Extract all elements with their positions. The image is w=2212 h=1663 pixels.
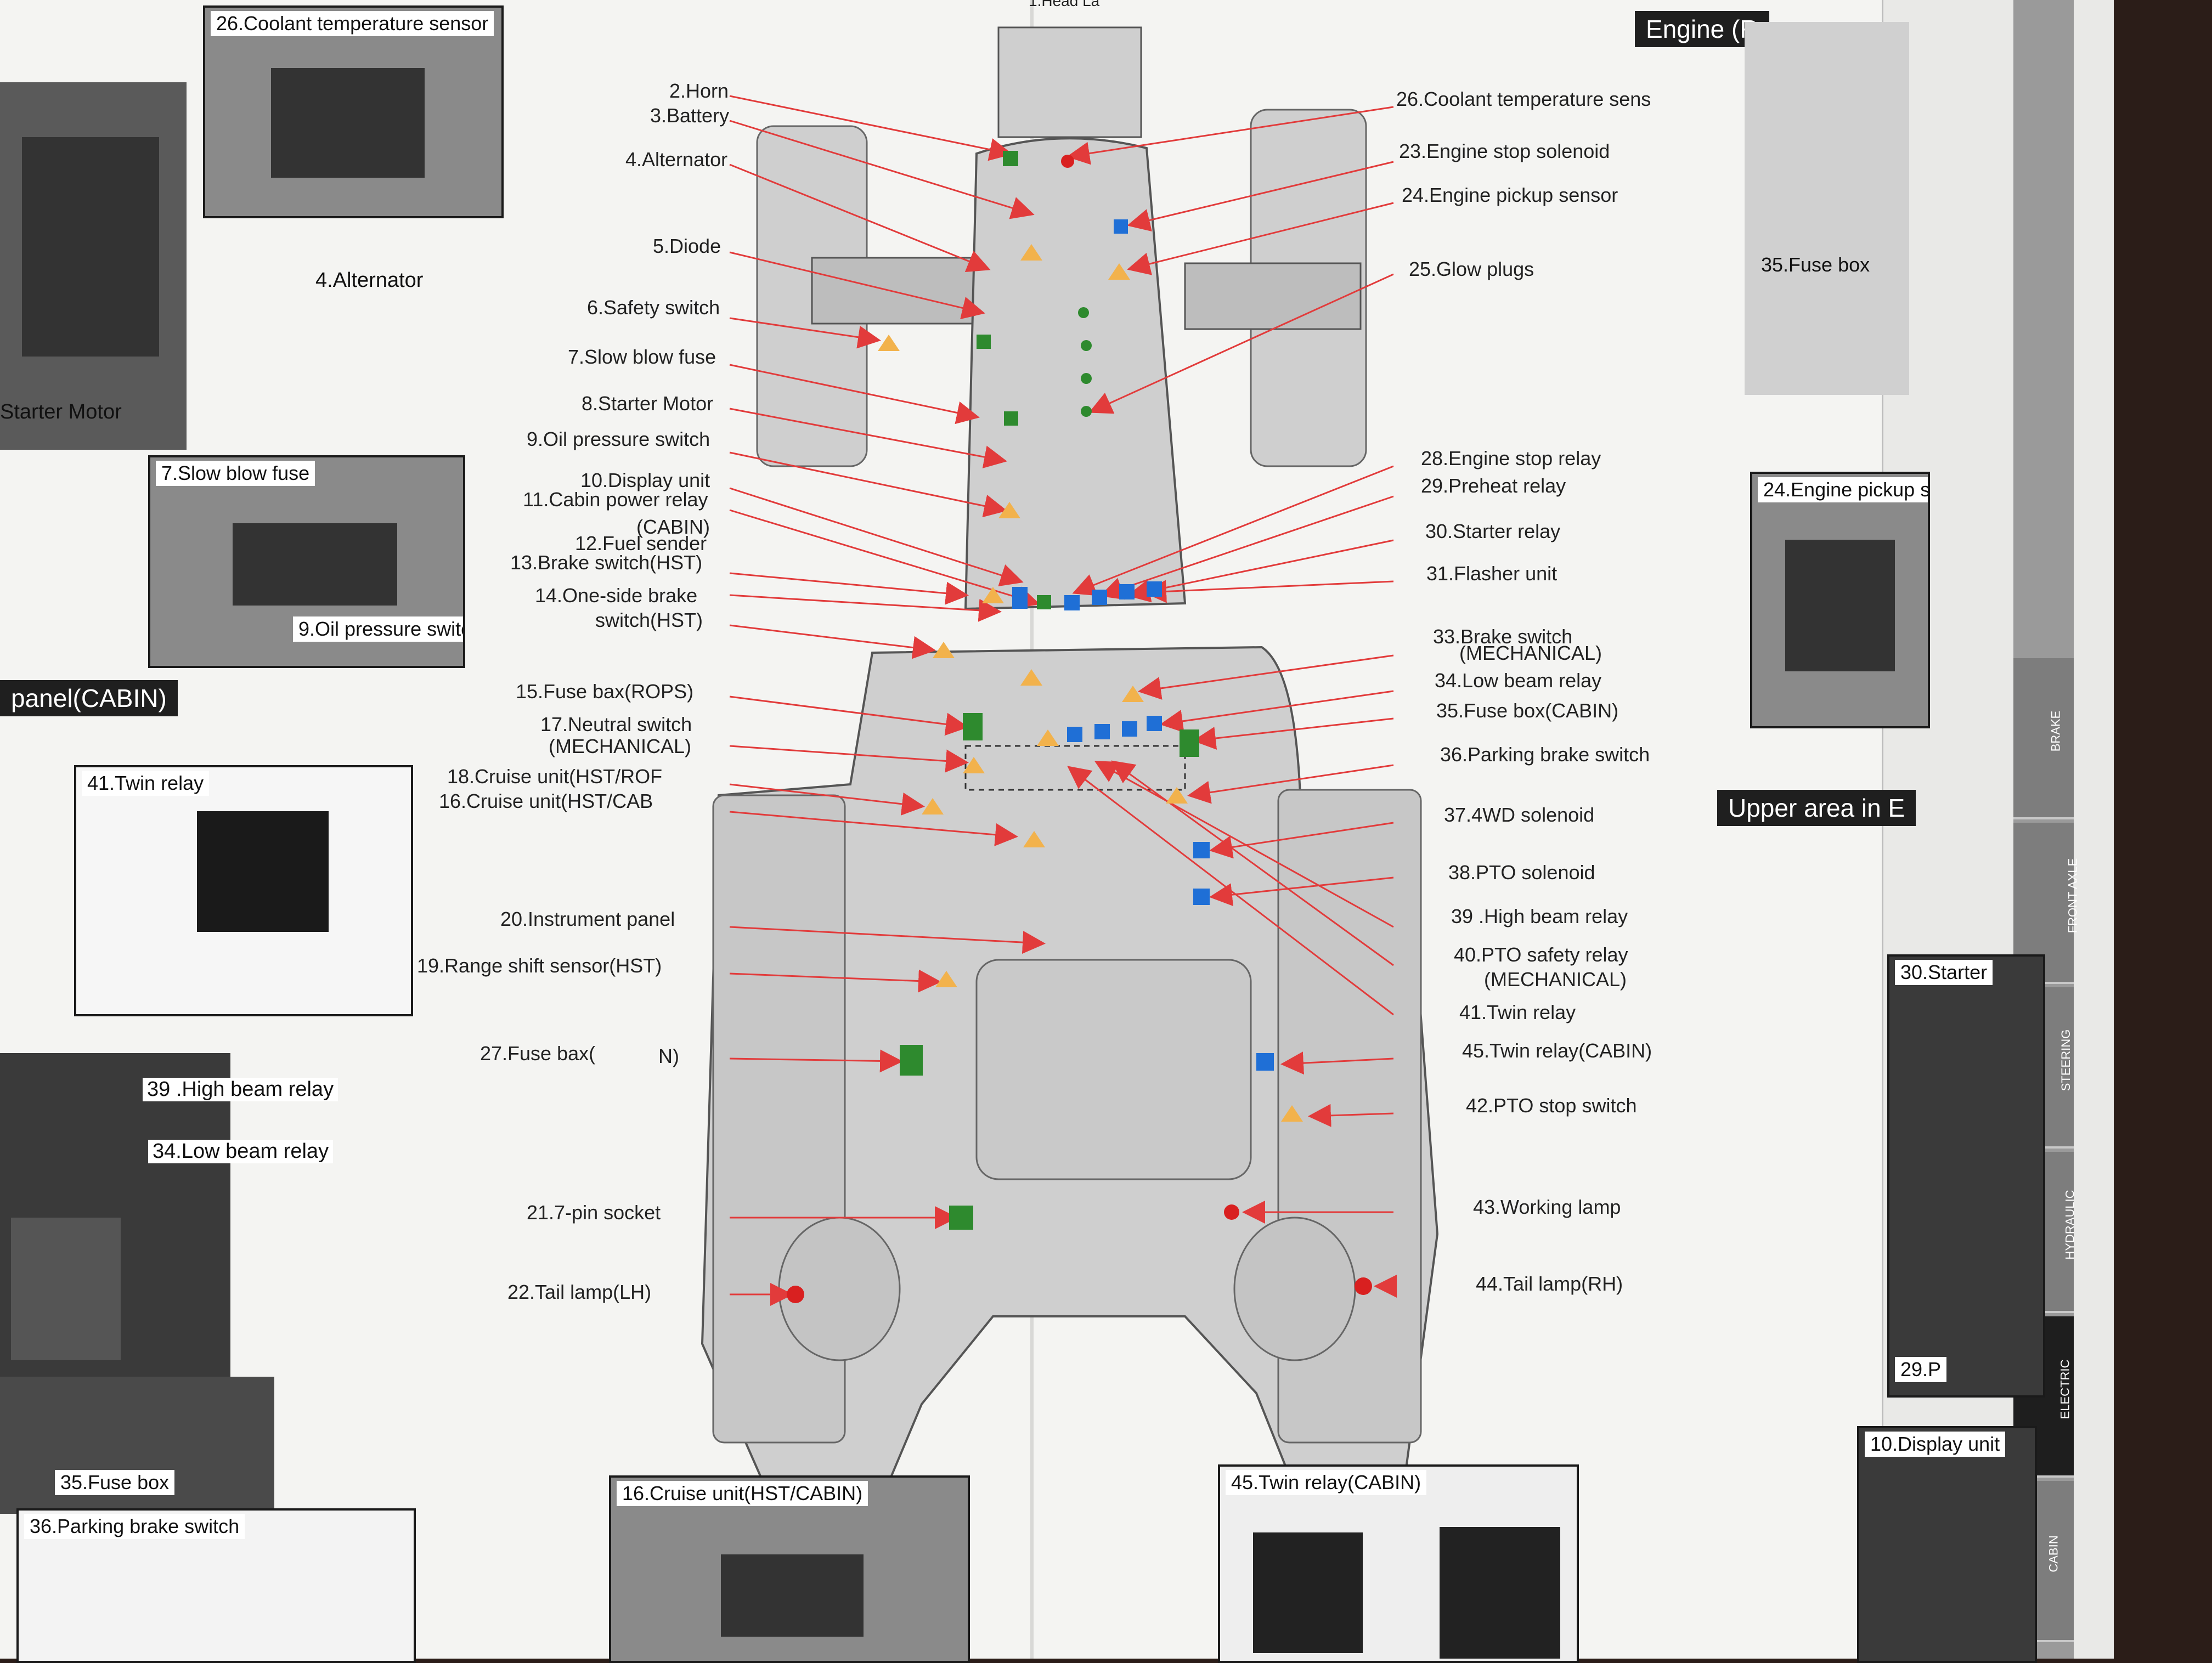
label-coolant-temperature: 26.Coolant temperature sens: [1396, 88, 1651, 110]
label-pto-solenoid: 38.PTO solenoid: [1448, 861, 1595, 884]
label-cruise-unit-rops: 18.Cruise unit(HST/ROF: [447, 765, 663, 788]
label-tail-lamp-lh: 22.Tail lamp(LH): [507, 1281, 652, 1303]
label-7-pin-socket: 21.7-pin socket: [527, 1201, 661, 1224]
label-battery: 3.Battery: [650, 104, 730, 127]
label-flasher-unit: 31.Flasher unit: [1426, 562, 1558, 585]
label-fuse-bax-27: 27.Fuse bax(: [480, 1042, 596, 1065]
photo-engine-pickup: 24.Engine pickup s: [1750, 472, 1930, 728]
marker-battery: [1003, 151, 1018, 166]
component-markers: [787, 151, 1372, 1303]
label-brake-switch-mech-sub: (MECHANICAL): [1459, 642, 1602, 664]
label-engine-pickup-sensor: 24.Engine pickup sensor: [1402, 184, 1618, 206]
label-fuse-bax-rops: 15.Fuse bax(ROPS): [516, 680, 694, 703]
photo-fuse-box-right: 35.Fuse box: [1745, 22, 1909, 395]
label-cabin-power-relay-sub: (CABIN): [636, 516, 710, 538]
photo-parking-brake-switch: 36.Parking brake switch: [16, 1508, 416, 1663]
label-brake-switch-hst: 13.Brake switch(HST): [510, 551, 703, 574]
label-starter-relay: 30.Starter relay: [1425, 520, 1561, 542]
tab-brake[interactable]: BRAKE: [2013, 658, 2074, 819]
label-cabin-power-relay: 11.Cabin power relay: [523, 488, 708, 511]
photo-starter-relay: 30.Starter 29.P: [1887, 954, 2045, 1398]
label-safety-switch: 6.Safety switch: [587, 296, 720, 319]
label-fuel-sender: 12.Fuel sender: [575, 532, 707, 555]
label-display-unit: 10.Display unit: [580, 469, 710, 491]
caption-high-beam-relay: 39 .High beam relay: [143, 1078, 338, 1101]
marker-horn: [1061, 155, 1074, 168]
label-pto-stop-switch: 42.PTO stop switch: [1466, 1094, 1637, 1117]
label-cruise-unit-cabin: 16.Cruise unit(HST/CAB: [439, 790, 653, 812]
photo-cruise-unit: 16.Cruise unit(HST/CABIN): [609, 1475, 970, 1663]
photo-fuse-box: 35.Fuse box: [0, 1377, 274, 1514]
caption-starter-motor: Starter Motor: [0, 400, 122, 423]
label-brake-switch-mech: 33.Brake switch: [1433, 625, 1573, 648]
photo-display-unit: 10.Display unit: [1857, 1426, 2037, 1663]
label-tail-lamp-rh: 44.Tail lamp(RH): [1476, 1272, 1623, 1295]
label-range-shift-sensor: 19.Range shift sensor(HST): [417, 954, 662, 977]
seat-area: [975, 959, 1252, 1180]
label-one-side-brake: 14.One-side brake: [535, 584, 698, 607]
section-header-upper-area: Upper area in E: [1717, 790, 1916, 826]
label-preheat-relay: 29.Preheat relay: [1421, 474, 1566, 497]
label-pto-safety-relay: 40.PTO safety relay: [1454, 943, 1628, 966]
caption-low-beam-relay: 34.Low beam relay: [148, 1140, 334, 1163]
label-fuse-bax-27-tail: N): [658, 1045, 679, 1067]
label-horn: 2.Horn: [669, 80, 729, 102]
marker-alternator: [1020, 244, 1042, 261]
label-glow-plugs: 25.Glow plugs: [1409, 258, 1534, 280]
front-axle-right: [1184, 262, 1362, 330]
leader-arrows: [729, 95, 1397, 1306]
label-twin-relay: 41.Twin relay: [1459, 1001, 1576, 1023]
engine-hood: [964, 137, 1187, 610]
head-lamp-label: 1.Head La: [1029, 0, 1100, 9]
photo-twin-relay-cabin: 45.Twin relay(CABIN): [1218, 1464, 1579, 1663]
photo-coolant-sensor: 26.Coolant temperature sensor: [203, 5, 504, 218]
label-diode: 5.Diode: [653, 235, 721, 257]
label-4wd-solenoid: 37.4WD solenoid: [1444, 804, 1595, 826]
label-fuse-box-cabin: 35.Fuse box(CABIN): [1436, 699, 1619, 722]
label-low-beam-relay: 34.Low beam relay: [1435, 669, 1602, 692]
head-lamp-grille: [997, 26, 1142, 138]
section-header-panel-cabin: panel(CABIN): [0, 680, 178, 716]
label-working-lamp: 43.Working lamp: [1473, 1196, 1621, 1218]
front-axle-left: [811, 257, 989, 325]
caption-alternator: 4.Alternator: [315, 269, 424, 292]
label-parking-brake-switch: 36.Parking brake switch: [1440, 743, 1650, 766]
label-pto-safety-relay-sub: (MECHANICAL): [1484, 968, 1627, 991]
photo-engine-left: [0, 82, 187, 450]
label-one-side-brake-sub: switch(HST): [595, 609, 703, 631]
label-instrument-panel: 20.Instrument panel: [500, 908, 675, 930]
photo-slow-blow-fuse: 7.Slow blow fuse 9.Oil pressure switch: [148, 455, 465, 668]
label-alternator: 4.Alternator: [625, 148, 728, 171]
label-engine-stop-relay: 28.Engine stop relay: [1421, 447, 1601, 470]
label-starter-motor: 8.Starter Motor: [582, 392, 714, 415]
label-engine-stop-solenoid: 23.Engine stop solenoid: [1399, 140, 1610, 162]
label-high-beam-relay: 39 .High beam relay: [1451, 905, 1628, 927]
photo-twin-relay: 41.Twin relay: [74, 765, 413, 1016]
label-slow-blow-fuse: 7.Slow blow fuse: [568, 346, 716, 368]
label-twin-relay-cabin: 45.Twin relay(CABIN): [1462, 1039, 1652, 1062]
label-neutral-switch-sub: (MECHANICAL): [549, 735, 692, 757]
label-oil-pressure-switch: 9.Oil pressure switch: [527, 428, 710, 450]
label-neutral-switch: 17.Neutral switch: [540, 713, 692, 736]
